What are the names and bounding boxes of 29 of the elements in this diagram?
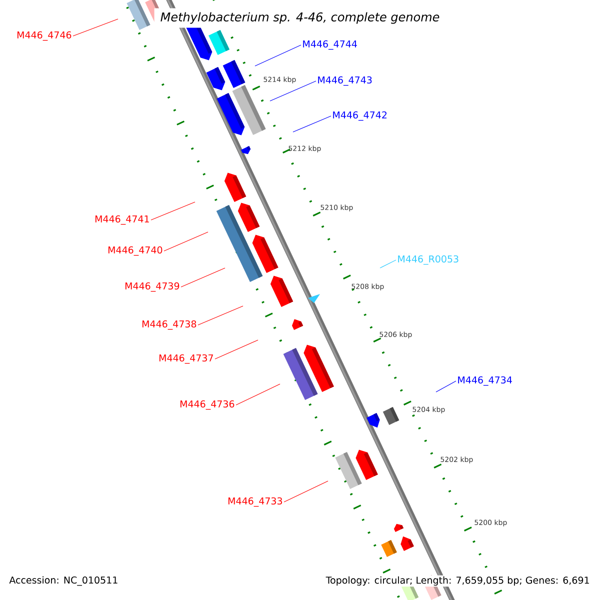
gene-label: M446_4742 [333, 111, 386, 121]
gene-label: M446_4739 [125, 282, 180, 292]
leader-line [180, 268, 226, 288]
gene-label: M446_4743 [318, 76, 372, 86]
leader-line [436, 380, 456, 392]
gene-label: M446_4740 [108, 246, 162, 256]
leader-line [72, 18, 118, 36]
leader-line [270, 80, 316, 102]
leader-line [380, 260, 396, 268]
gene-label: M446_R0053 [398, 255, 458, 265]
title: Methylobacterium sp. 4-46, complete genome [154, 8, 446, 28]
gene-label: M446_4734 [458, 376, 512, 386]
leader-line [284, 480, 328, 502]
genome-info-text: Topology: circular; Length: 7,659,055 bp; Genes: 6,691 [324, 575, 591, 587]
gene-label: M446_4736 [180, 400, 234, 410]
leader-line [214, 340, 258, 360]
gene-label: M446_4733 [228, 497, 282, 507]
leader-line [292, 116, 332, 132]
leader-line [164, 232, 208, 252]
gene-label: M446_4737 [159, 354, 213, 364]
accession-text: Accession: NC_010511 [9, 576, 118, 586]
gene-label: M446_4741 [95, 215, 149, 225]
leader-line [150, 202, 196, 220]
gene-label: M446_4738 [142, 320, 196, 330]
gene-label: M446_4746 [17, 31, 72, 41]
gene-label: M446_4744 [303, 40, 357, 50]
leader-line [236, 384, 280, 406]
leader-line [254, 44, 302, 66]
leader-line [198, 306, 244, 326]
